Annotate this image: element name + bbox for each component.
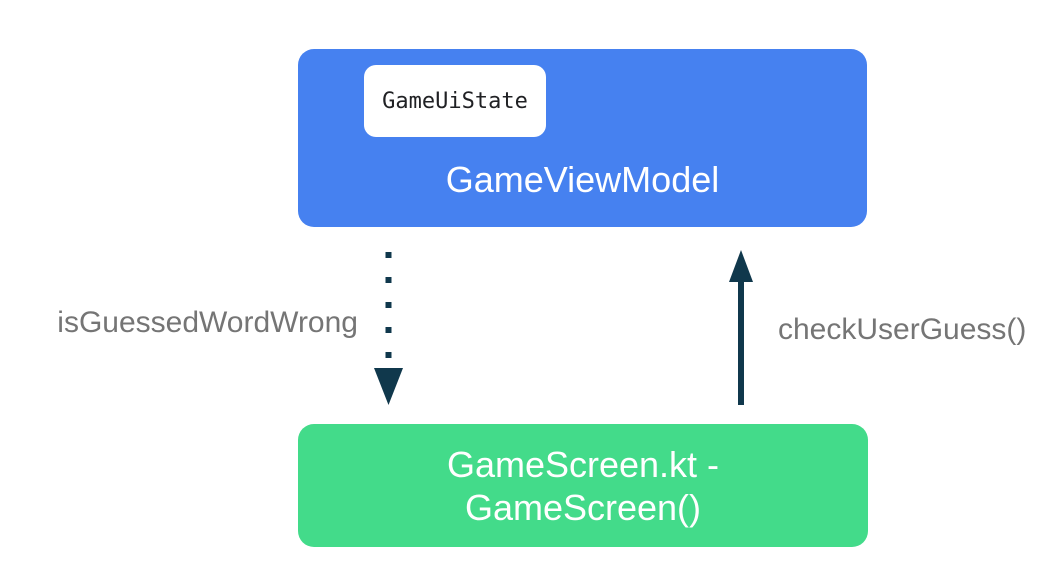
gameviewmodel-box: GameUiState GameViewModel [298, 49, 867, 227]
gamescreen-title-line1: GameScreen.kt - [446, 443, 720, 485]
gameviewmodel-title: GameViewModel [445, 159, 720, 200]
is-guessed-word-wrong-label: isGuessedWordWrong [57, 306, 358, 339]
gamescreen-box: GameScreen.kt - GameScreen() [298, 424, 868, 547]
gameuistate-chip-label: GameUiState [382, 88, 528, 114]
solid-up-arrow-icon [729, 250, 753, 405]
gameuistate-chip: GameUiState [364, 65, 546, 137]
dashed-down-arrow-icon [374, 252, 403, 405]
check-user-guess-label: checkUserGuess() [778, 313, 1027, 346]
gamescreen-title-line2: GameScreen() [464, 486, 702, 528]
